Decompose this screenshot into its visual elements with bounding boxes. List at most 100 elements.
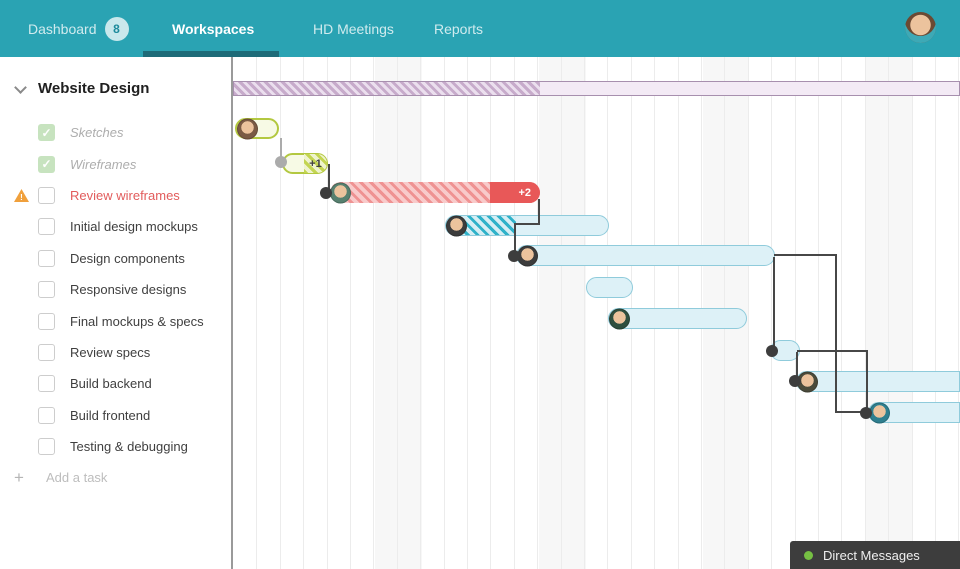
- task-checkbox[interactable]: [38, 406, 55, 424]
- user-avatar[interactable]: [905, 12, 936, 43]
- task-checkbox[interactable]: ✓: [38, 155, 55, 173]
- task-row-review-wireframes[interactable]: ! Review wireframes: [0, 180, 231, 211]
- gridline: [560, 57, 562, 569]
- weekend-band: [866, 57, 914, 569]
- gridline: [864, 57, 866, 569]
- gridline: [513, 57, 515, 569]
- wireframes-bar[interactable]: +1: [282, 153, 328, 174]
- task-label[interactable]: Initial design mockups: [70, 219, 198, 235]
- task-row-testing-debugging[interactable]: Testing & debugging: [0, 431, 231, 462]
- initial-design-mockups-bar[interactable]: [445, 215, 609, 236]
- dependency-dot[interactable]: [860, 407, 872, 419]
- task-row-design-components[interactable]: Design components: [0, 243, 231, 274]
- assignee-avatar: [869, 402, 890, 423]
- assignee-avatar: [330, 182, 351, 203]
- dependency-dot[interactable]: [766, 345, 778, 357]
- gridline: [256, 57, 258, 569]
- task-row-initial-design-mockups[interactable]: Initial design mockups: [0, 211, 231, 242]
- dashboard-badge: 8: [104, 16, 129, 41]
- nav-item-workspaces[interactable]: Workspaces: [172, 0, 254, 57]
- overflow-badge: +2: [490, 182, 540, 203]
- weekend-band: [538, 57, 586, 569]
- design-components-bar[interactable]: [516, 245, 775, 266]
- nav-item-label: Reports: [434, 20, 484, 37]
- dependency-dot[interactable]: [789, 375, 801, 387]
- dependency-line: [774, 254, 837, 256]
- task-label[interactable]: Review specs: [70, 344, 151, 360]
- task-checkbox[interactable]: [38, 218, 55, 236]
- task-row-responsive-designs[interactable]: Responsive designs: [0, 274, 231, 305]
- task-row-review-specs[interactable]: Review specs: [0, 337, 231, 368]
- task-checkbox[interactable]: [38, 343, 55, 361]
- review-wireframes-bar[interactable]: +2: [330, 182, 540, 203]
- gridline: [373, 57, 375, 569]
- nav-item-dashboard[interactable]: Dashboard 8: [28, 0, 129, 57]
- warning-slot: !: [14, 188, 38, 202]
- task-label[interactable]: Review wireframes: [70, 187, 180, 203]
- task-row-wireframes[interactable]: ✓ Wireframes: [0, 148, 231, 179]
- assignee-avatar: [237, 118, 258, 139]
- build-backend-bar[interactable]: [796, 371, 960, 392]
- gridline: [958, 57, 960, 569]
- gridline: [490, 57, 492, 569]
- task-checkbox[interactable]: ✓: [38, 124, 55, 142]
- task-checkbox[interactable]: [38, 281, 55, 299]
- task-label[interactable]: Sketches: [70, 125, 124, 141]
- dependency-line: [773, 257, 775, 351]
- dependency-line: [328, 164, 330, 193]
- dependency-dot[interactable]: [508, 250, 520, 262]
- nav-item-hd-meetings[interactable]: HD Meetings: [313, 0, 394, 57]
- task-row-build-frontend[interactable]: Build frontend: [0, 400, 231, 431]
- task-row-final-mockups-specs[interactable]: Final mockups & specs: [0, 305, 231, 336]
- add-task-button[interactable]: +Add a task: [0, 462, 231, 493]
- project-title-row[interactable]: Website Design: [0, 80, 149, 97]
- gridline: [818, 57, 819, 569]
- direct-messages-button[interactable]: Direct Messages: [790, 541, 960, 569]
- gridline: [935, 57, 936, 569]
- gridline: [771, 57, 773, 569]
- dependency-dot[interactable]: [320, 187, 332, 199]
- active-tab-underline: [143, 51, 279, 57]
- final-mockups-specs-bar[interactable]: [608, 308, 747, 329]
- nav-item-label: Dashboard: [28, 20, 97, 37]
- dependency-dot[interactable]: [275, 156, 287, 168]
- gridline: [747, 57, 749, 569]
- sidebar: Website Design ✓ Sketches ✓ Wireframes! Revi…: [0, 57, 231, 569]
- task-checkbox[interactable]: [38, 312, 55, 330]
- gridline: [350, 57, 351, 569]
- gridline: [911, 57, 913, 569]
- weekend-band: [375, 57, 422, 569]
- gridline: [326, 57, 328, 569]
- task-label[interactable]: Testing & debugging: [70, 439, 188, 455]
- project-title: Website Design: [38, 80, 150, 97]
- task-label[interactable]: Build frontend: [70, 407, 151, 423]
- project-summary-bar[interactable]: [233, 81, 960, 96]
- chevron-down-icon[interactable]: [14, 80, 27, 94]
- sketches-bar[interactable]: [235, 118, 279, 139]
- task-label[interactable]: Wireframes: [70, 156, 137, 172]
- responsive-designs-bar[interactable]: [586, 277, 633, 298]
- nav-item-reports[interactable]: Reports: [434, 0, 483, 57]
- assignee-avatar: [609, 308, 630, 329]
- online-status-dot: [804, 550, 813, 560]
- dependency-line: [538, 199, 540, 225]
- dependency-line: [835, 411, 866, 413]
- task-row-sketches[interactable]: ✓ Sketches: [0, 117, 231, 148]
- task-checkbox[interactable]: [38, 249, 55, 267]
- task-checkbox[interactable]: [38, 438, 55, 456]
- task-label[interactable]: Build backend: [70, 376, 152, 392]
- task-label[interactable]: Design components: [70, 250, 185, 266]
- task-label[interactable]: Final mockups & specs: [70, 313, 204, 329]
- task-checkbox[interactable]: [38, 375, 55, 393]
- task-label[interactable]: Responsive designs: [70, 282, 187, 298]
- assignee-avatar: [517, 245, 538, 266]
- gridline: [467, 57, 468, 569]
- nav-item-label: Workspaces: [172, 20, 255, 37]
- build-frontend-bar[interactable]: [868, 402, 960, 423]
- task-row-build-backend[interactable]: Build backend: [0, 368, 231, 399]
- warning-icon: !: [14, 188, 29, 202]
- gridline: [279, 57, 281, 569]
- task-checkbox[interactable]: [38, 186, 55, 204]
- add-task-label: Add a task: [46, 470, 108, 486]
- dependency-line: [514, 223, 516, 256]
